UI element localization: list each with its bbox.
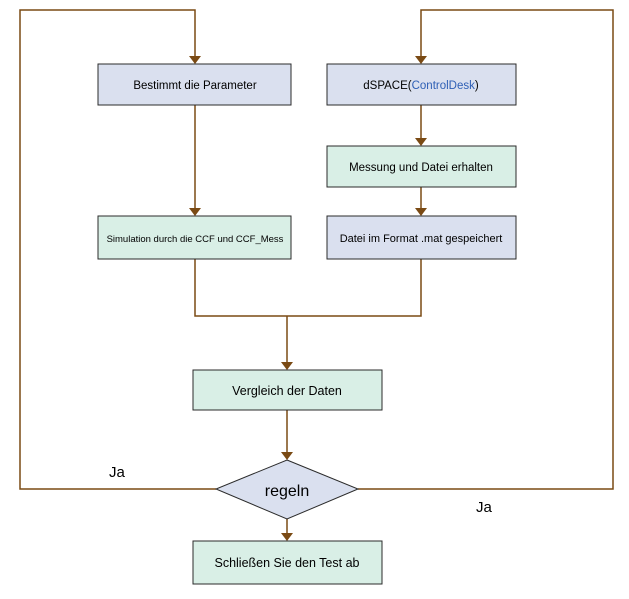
arrow-into-simulation [189, 208, 201, 216]
node-test-box [192, 540, 383, 585]
node-messung-label: Messung und Datei erhalten [349, 162, 493, 174]
edge-simulation-merge [194, 259, 422, 317]
node-simulation-label: Simulation durch die CCF und CCF_Mess [107, 234, 284, 245]
node-mat-box [326, 215, 517, 260]
node-simulation-box [97, 215, 292, 260]
arrow-into-mat [415, 208, 427, 216]
edge-label-right-ja: Ja [476, 499, 493, 516]
node-test-label: Schließen Sie den Test ab [214, 556, 359, 570]
node-regeln-diamond [214, 459, 360, 520]
node-dspace-label: dSPACE(ControlDesk) [363, 80, 479, 92]
node-dspace-label-accent: ControlDesk [412, 80, 476, 92]
arrow-into-messung [415, 138, 427, 146]
edge-label-left-ja: Ja [109, 464, 126, 481]
edge-loop-left [19, 9, 216, 490]
arrow-into-test [281, 533, 293, 541]
node-mat-label: Datei im Format .mat gespeichert [340, 233, 503, 245]
node-vergleich-box [192, 369, 383, 411]
node-params-label: Bestimmt die Parameter [133, 80, 257, 92]
arrow-into-regeln [281, 452, 293, 460]
arrow-into-vergleich [281, 362, 293, 370]
node-dspace-label-suffix: ) [475, 80, 479, 92]
node-vergleich-label: Vergleich der Daten [232, 384, 342, 398]
arrow-into-dspace [415, 56, 427, 64]
node-params-box [97, 63, 292, 106]
edge-loop-right [358, 9, 614, 490]
node-dspace-label-prefix: dSPACE( [363, 80, 412, 92]
node-dspace-box [326, 63, 517, 106]
arrow-into-params [189, 56, 201, 64]
node-messung-box [326, 145, 517, 188]
node-regeln-label: regeln [265, 483, 309, 500]
